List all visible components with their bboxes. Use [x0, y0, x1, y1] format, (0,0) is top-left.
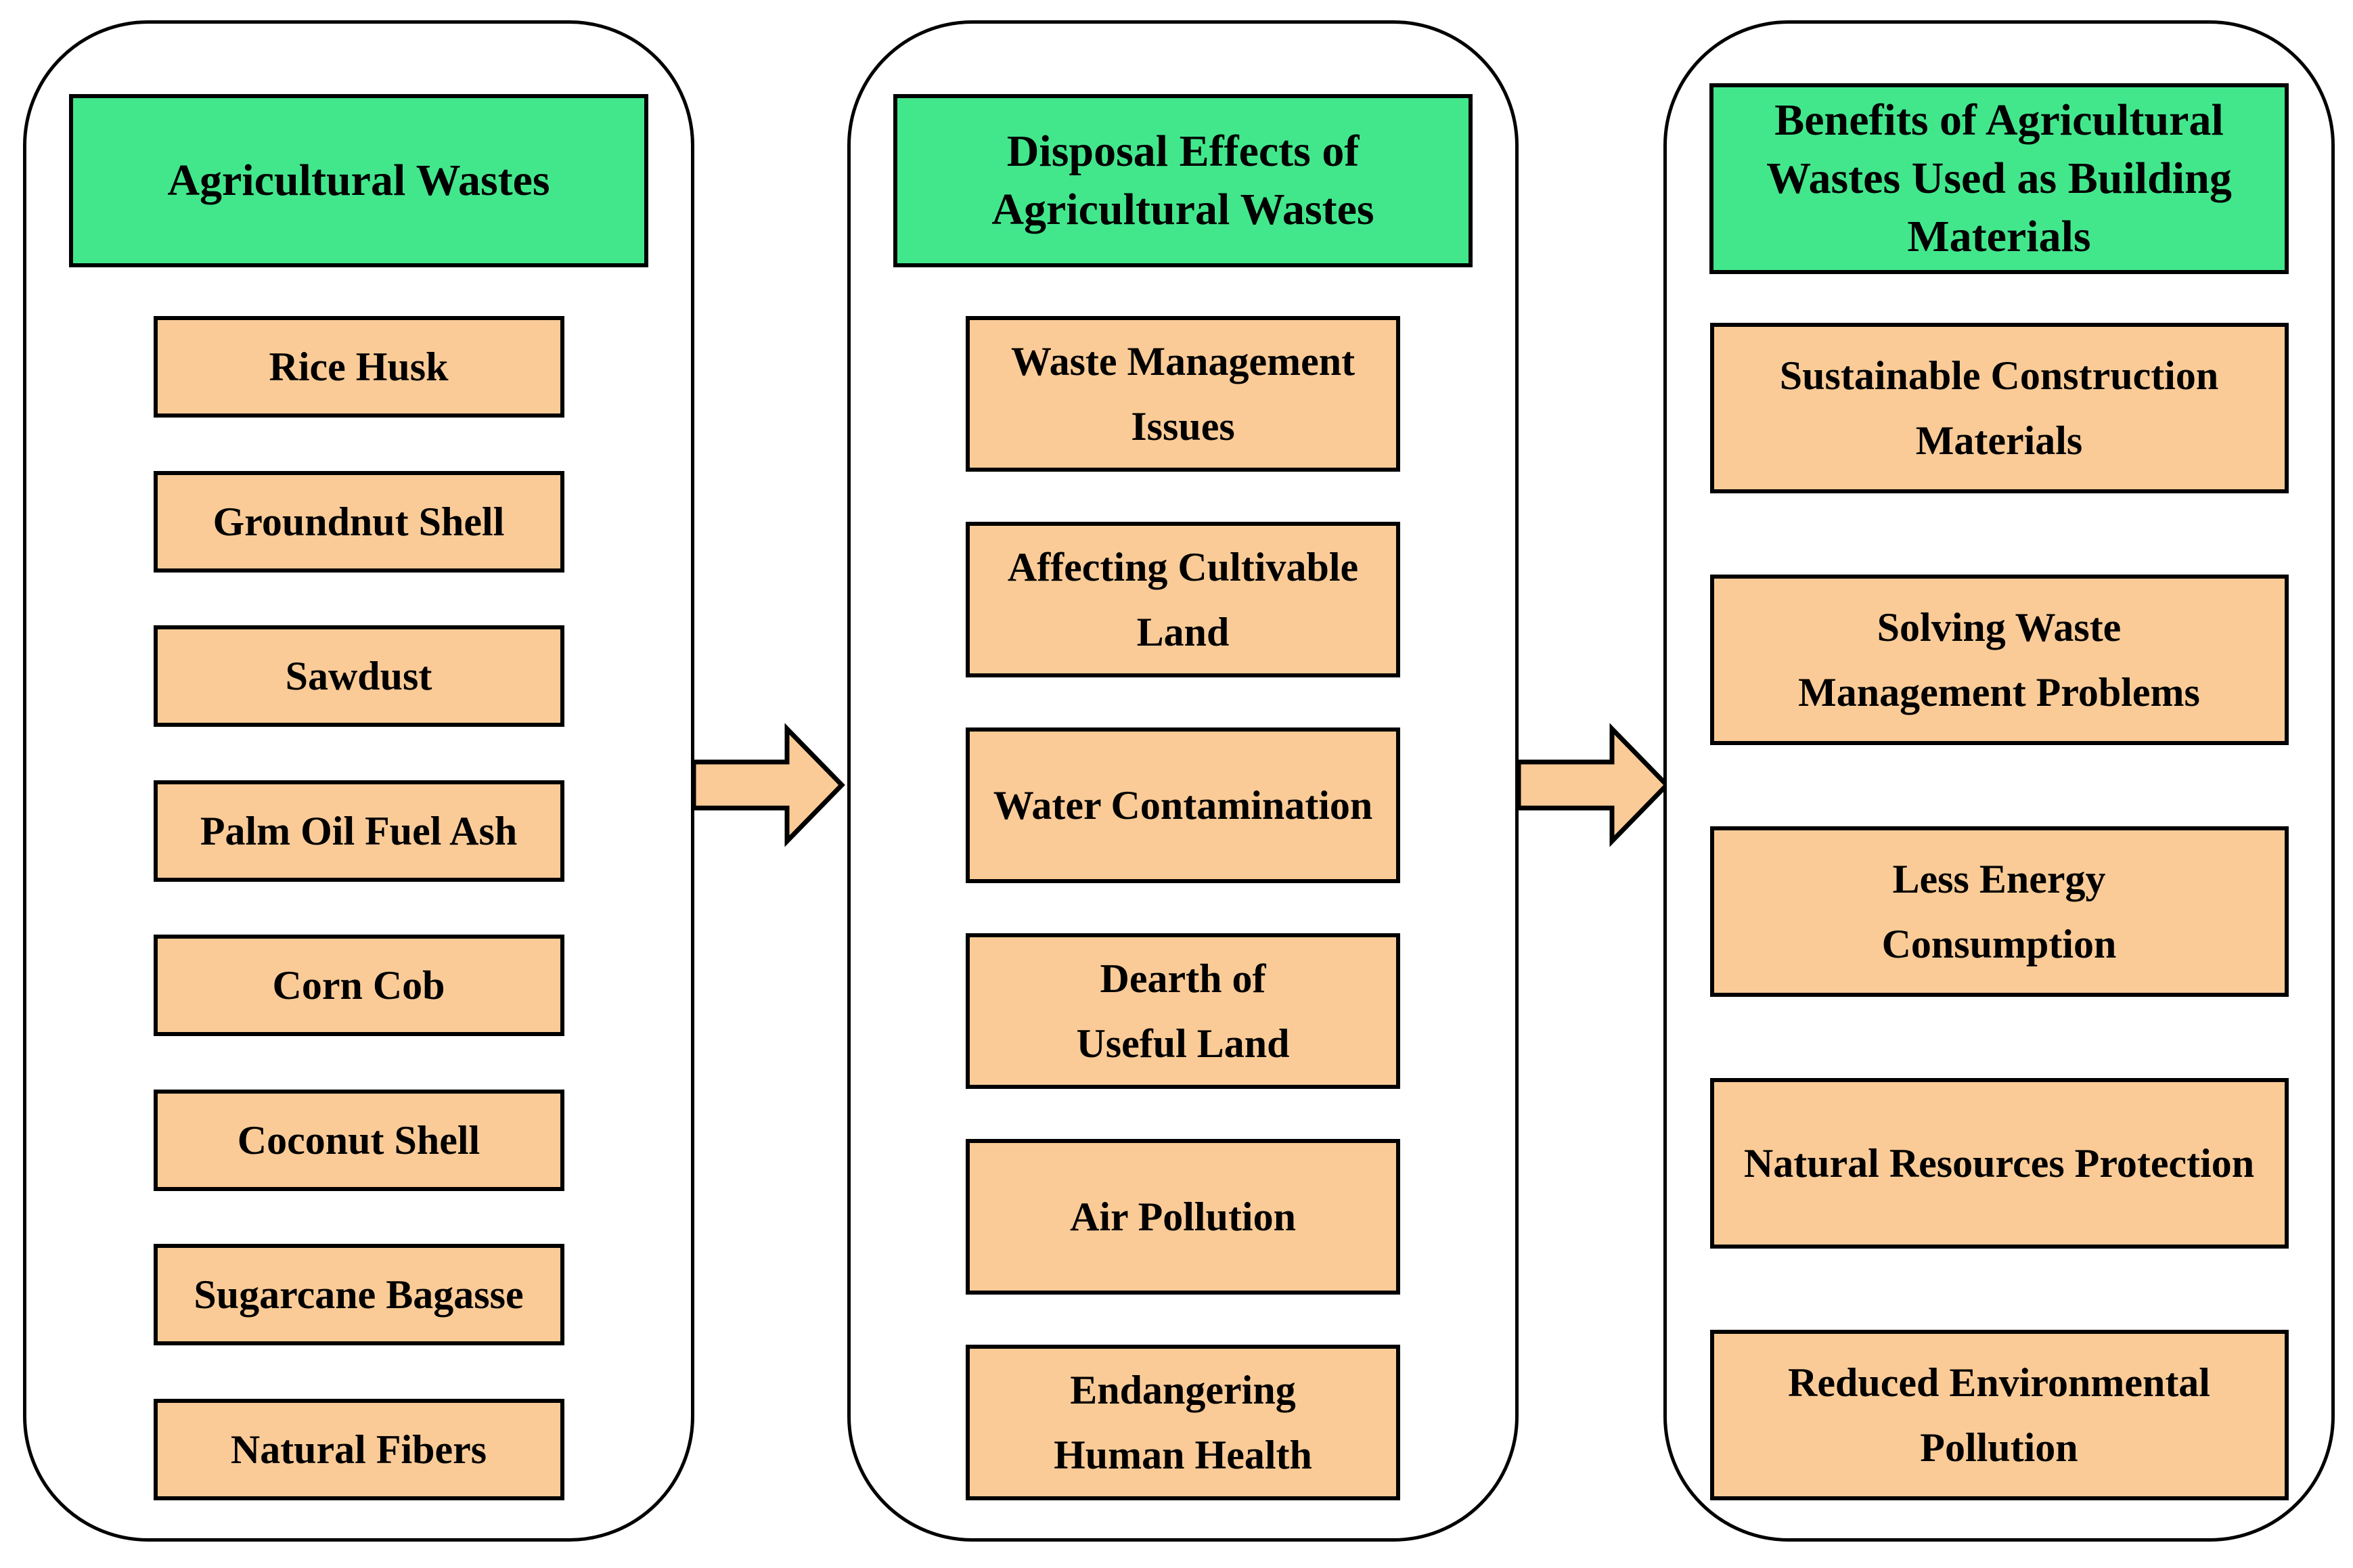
item-box: Waste Management Issues — [966, 316, 1400, 472]
item-box: Less Energy Consumption — [1709, 826, 2289, 997]
column-header: Benefits of Agricultural Wastes Used as … — [1709, 83, 2289, 274]
item-box: Dearth of Useful Land — [966, 933, 1400, 1089]
item-box: Groundnut Shell — [153, 470, 564, 573]
right-arrow-icon — [691, 723, 845, 847]
column-disposal-effects: Disposal Effects of Agricultural Wastes … — [847, 20, 1519, 1542]
item-box: Affecting Cultivable Land — [966, 522, 1400, 677]
item-box: Natural Resources Protection — [1709, 1078, 2289, 1249]
item-box: Sustainable Construction Materials — [1709, 323, 2289, 493]
item-box: Corn Cob — [153, 935, 564, 1037]
item-box: Reduced Environmental Pollution — [1709, 1330, 2289, 1500]
item-box: Rice Husk — [153, 316, 564, 418]
item-box: Natural Fibers — [153, 1398, 564, 1500]
column-header: Disposal Effects of Agricultural Wastes — [893, 94, 1473, 267]
item-box: Air Pollution — [966, 1139, 1400, 1295]
item-box: Solving Waste Management Problems — [1709, 575, 2289, 745]
item-box: Palm Oil Fuel Ash — [153, 780, 564, 882]
item-box: Endangering Human Health — [966, 1345, 1400, 1500]
item-box: Sawdust — [153, 625, 564, 727]
item-box: Sugarcane Bagasse — [153, 1244, 564, 1346]
right-arrow-icon — [1516, 723, 1670, 847]
column-header: Agricultural Wastes — [69, 94, 648, 267]
item-box: Water Contamination — [966, 727, 1400, 883]
column-benefits: Benefits of Agricultural Wastes Used as … — [1663, 20, 2335, 1542]
item-box: Coconut Shell — [153, 1089, 564, 1191]
